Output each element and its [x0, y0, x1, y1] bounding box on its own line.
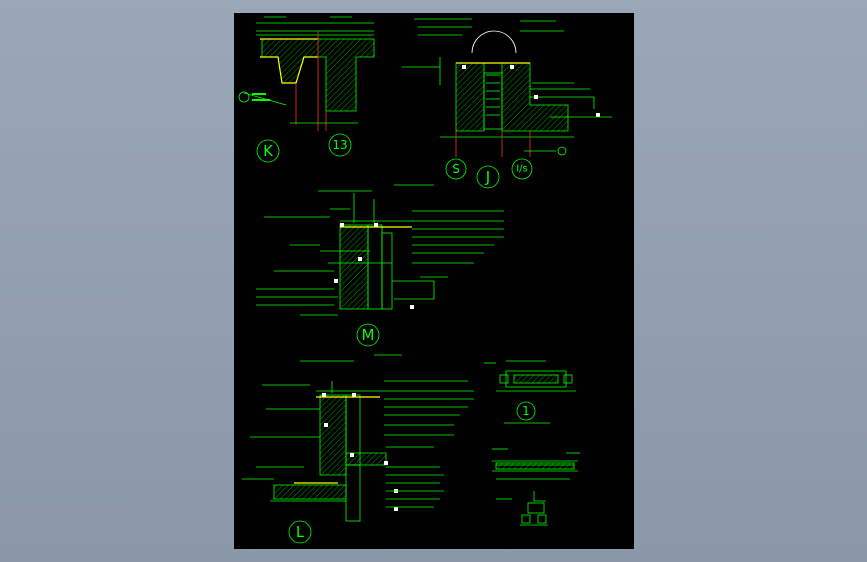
- detail-tag-1: 1: [522, 404, 530, 418]
- detail-j-label: J: [476, 165, 500, 189]
- cad-viewport[interactable]: K 13: [234, 13, 634, 549]
- detail-tag-j: J: [485, 168, 490, 186]
- detail-m-label: M: [356, 323, 380, 347]
- detail-l-label: L: [288, 520, 312, 544]
- detail-k-beam-section: [238, 16, 375, 131]
- detail-tag-13: 13: [332, 138, 347, 152]
- cad-drawing-sheet: K 13: [238, 16, 612, 544]
- detail-1-small-section: [484, 360, 576, 424]
- detail-tag-l: L: [296, 523, 305, 541]
- detail-j-gutter-section: [402, 18, 612, 157]
- detail-is-label: I/s: [511, 158, 533, 180]
- detail-post-section: [496, 491, 548, 526]
- detail-m-wall-section: [256, 184, 504, 316]
- detail-tag-s: S: [452, 162, 460, 176]
- detail-tag-is: I/s: [516, 164, 528, 175]
- detail-k-label: K: [256, 139, 280, 163]
- detail-tag-k: K: [263, 142, 274, 160]
- detail-tag-m: M: [362, 326, 375, 344]
- detail-l-wall-section: [242, 354, 474, 522]
- detail-1-label: 1: [516, 401, 536, 421]
- detail-13-label: 13: [328, 133, 352, 157]
- detail-s-label: S: [445, 158, 467, 180]
- detail-strip-section: [492, 448, 580, 480]
